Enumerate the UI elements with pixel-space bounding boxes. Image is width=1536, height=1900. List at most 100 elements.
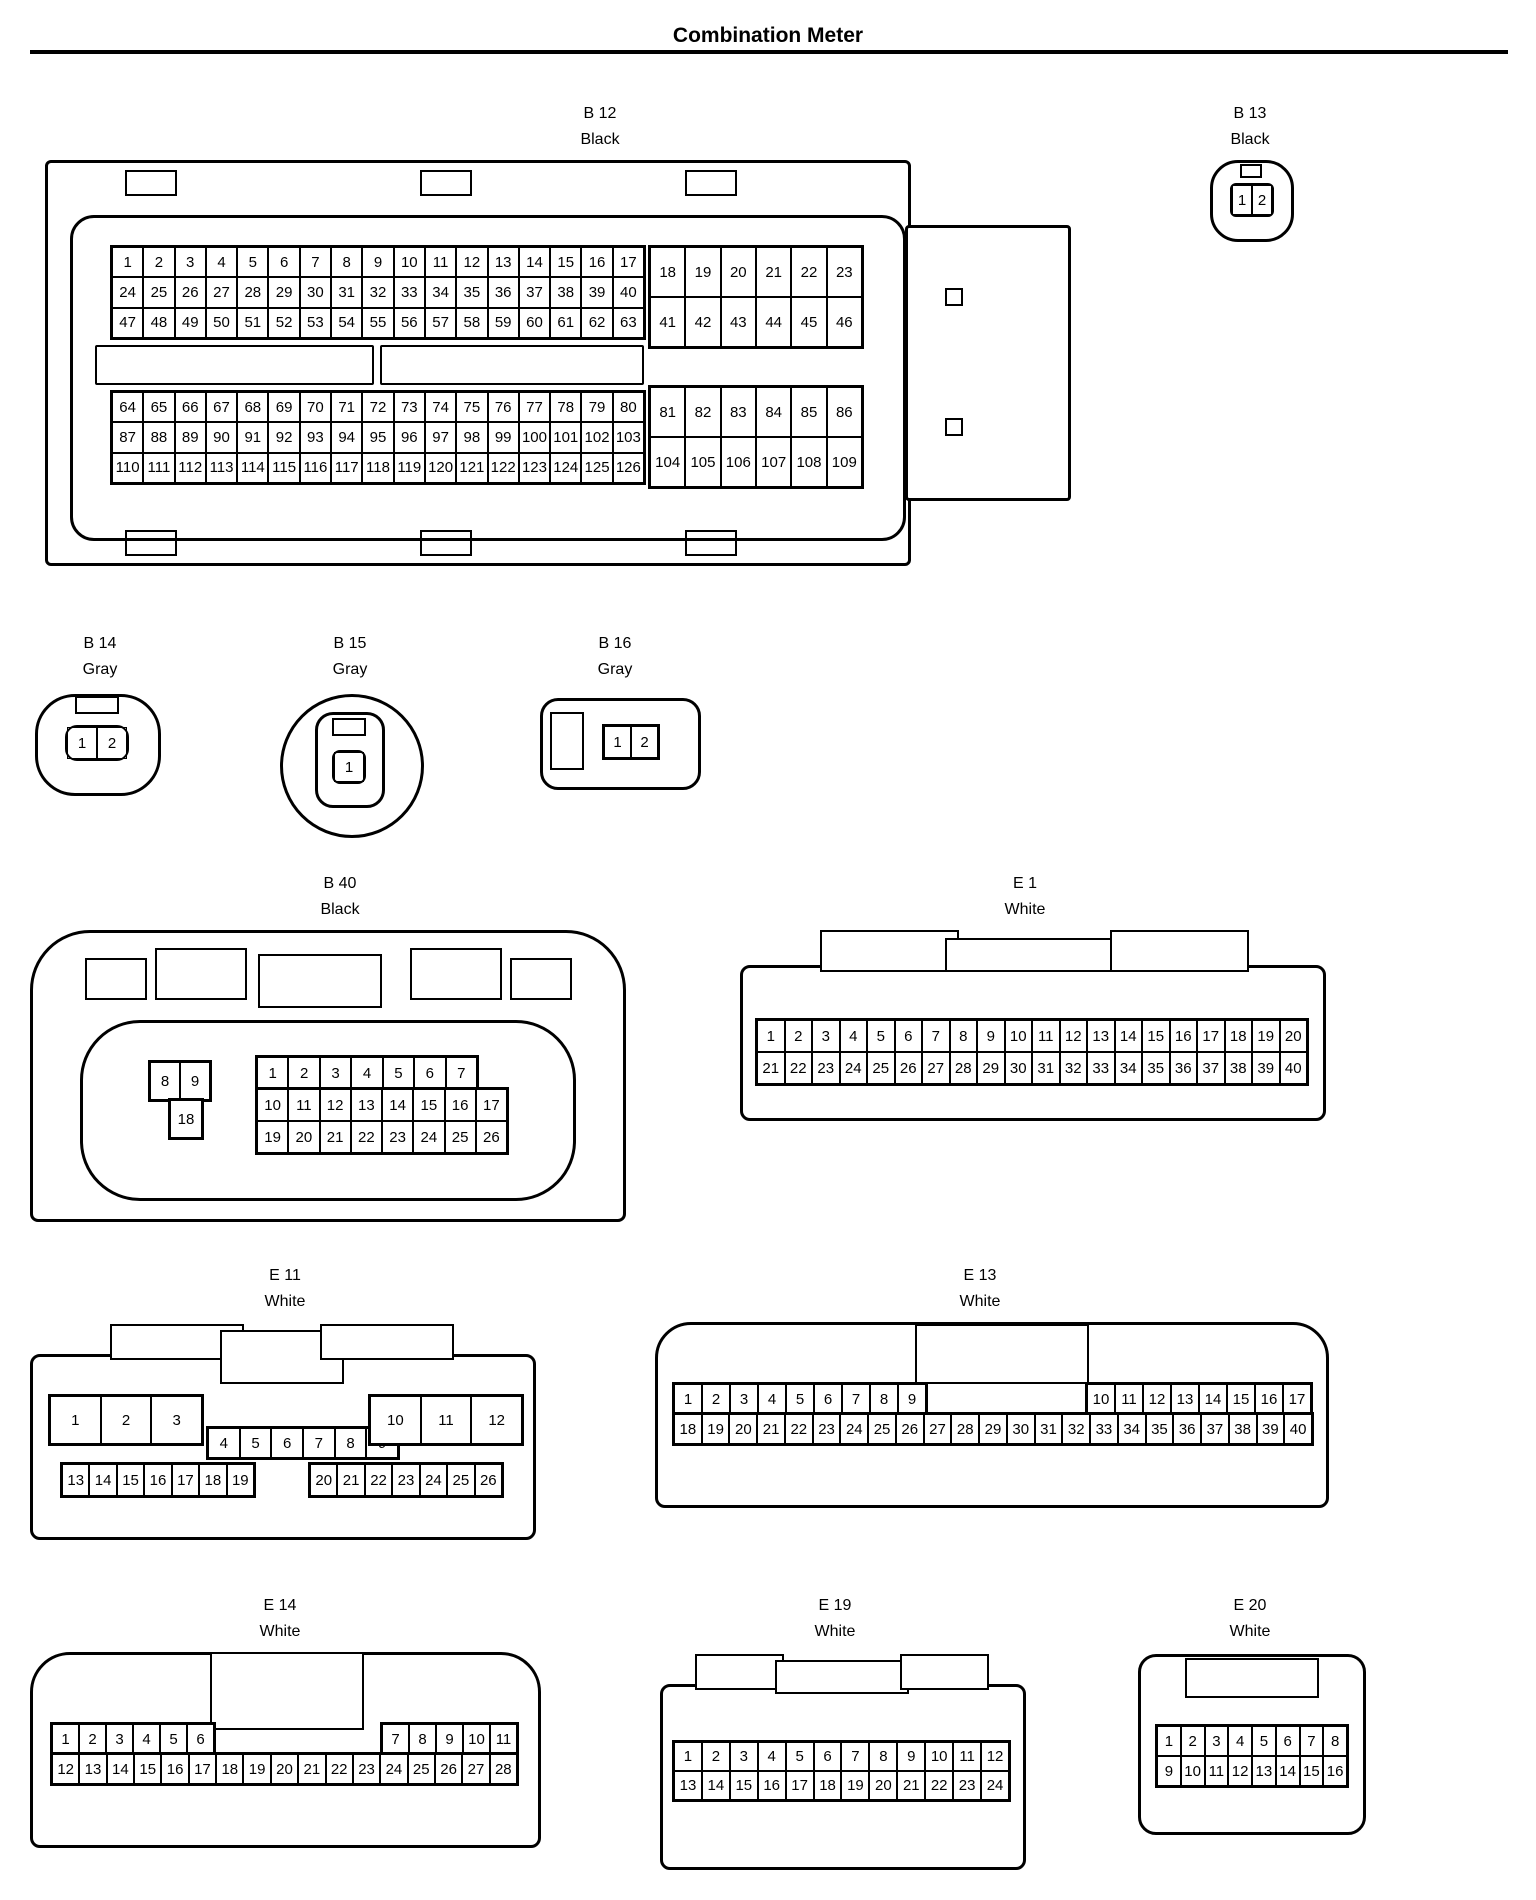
pin-cell: 24 [413, 1121, 445, 1153]
pin-cell: 119 [393, 452, 425, 483]
pin-cell: 20 [310, 1464, 338, 1496]
pin-cell: 23 [812, 1414, 841, 1444]
pin-cell: 3 [151, 1396, 202, 1444]
pin-cell: 106 [720, 437, 756, 487]
pin-cell: 121 [456, 452, 488, 483]
pin-cell: 4 [1228, 1726, 1252, 1756]
connector-color: Black [580, 131, 620, 148]
pin-cell: 92 [268, 422, 300, 453]
pin-cell: 12 [1143, 1384, 1171, 1414]
pin-cell: 37 [518, 277, 551, 308]
pin-cell: 13 [62, 1464, 90, 1496]
pin-cell: 101 [550, 422, 582, 453]
pin-cell: 8 [409, 1724, 436, 1754]
top-window [510, 958, 572, 1000]
pin-cell: 20 [1279, 1020, 1307, 1052]
lock-lever [905, 225, 1071, 501]
pin-cell: 9 [977, 1020, 1005, 1052]
pin-cell: 16 [1255, 1384, 1283, 1414]
pin-cell: 7 [841, 1742, 870, 1771]
slot [95, 345, 374, 385]
pin-cell: 10 [370, 1396, 421, 1444]
pin-cell: 24 [112, 277, 144, 308]
pin-cell: 115 [268, 452, 300, 483]
pin-cell: 61 [550, 307, 582, 338]
pin-cell: 10 [925, 1742, 954, 1771]
housing-tab [420, 530, 472, 556]
connector-id: E 19 [818, 1597, 852, 1614]
pin-cell: 27 [462, 1754, 490, 1784]
pin-cell: 9 [1157, 1756, 1181, 1786]
pin-cell: 22 [350, 1121, 382, 1153]
pin-cell: 102 [581, 422, 613, 453]
pin-cell: 6 [813, 1742, 842, 1771]
pin-cell: 22 [784, 1052, 812, 1084]
pin-cell: 2 [702, 1384, 730, 1414]
pin-cell: 32 [1062, 1414, 1091, 1444]
pin-cell: 28 [951, 1414, 980, 1444]
pin-cell: 2 [100, 1396, 152, 1444]
pin-cell: 5 [237, 247, 269, 278]
pin-cell: 125 [581, 452, 613, 483]
pin-cell: 22 [325, 1754, 353, 1784]
pin-cell: 123 [518, 452, 551, 483]
pin-cell: 38 [1228, 1414, 1257, 1444]
pin-cell: 13 [79, 1754, 107, 1784]
pin-cell: 29 [979, 1414, 1007, 1444]
connector-color: Gray [597, 661, 633, 678]
connector-color: Gray [332, 661, 368, 678]
top-window [155, 948, 247, 1000]
pin-cell: 6 [894, 1020, 922, 1052]
lock-bar [1185, 1658, 1319, 1698]
pin-cell: 10 [257, 1089, 289, 1121]
pin-cell: 30 [1006, 1414, 1035, 1444]
pin-cell: 40 [612, 277, 644, 308]
pin-cell: 24 [981, 1771, 1009, 1800]
connector-color: White [1229, 1623, 1271, 1640]
connector-color: Black [320, 901, 360, 918]
pin-cell: 13 [350, 1089, 382, 1121]
pin-cell: 4 [205, 247, 238, 278]
pin-cell: 2 [1180, 1726, 1205, 1756]
pin-cell: 11 [288, 1089, 320, 1121]
pin-cell: 18 [1224, 1020, 1252, 1052]
pin-cell: 14 [89, 1464, 117, 1496]
pin-cell: 20 [729, 1414, 758, 1444]
pin-cell: 26 [475, 1121, 507, 1153]
pin-cell: 35 [456, 277, 488, 308]
pin-cell: 110 [112, 452, 144, 483]
pin-cell: 57 [424, 307, 457, 338]
pin-cell: 116 [299, 452, 332, 483]
pin-cell: 17 [612, 247, 644, 278]
pin-cell: 73 [393, 392, 425, 423]
pin-cell: 18 [650, 247, 686, 297]
pin-cell: 1 [112, 247, 144, 278]
pin-cell: 20 [869, 1771, 898, 1800]
pin-cell: 5 [785, 1742, 814, 1771]
pin-cell: 93 [299, 422, 332, 453]
pin-block: 18 [168, 1098, 204, 1140]
pin-cell: 31 [1032, 1052, 1060, 1084]
pin-cell: 2 [631, 726, 658, 758]
pin-cell: 77 [518, 392, 551, 423]
pin-cell: 1 [334, 752, 364, 782]
pin-cell: 36 [487, 277, 519, 308]
pin-cell: 16 [161, 1754, 189, 1784]
pin-cell: 2 [1252, 185, 1272, 215]
pin-cell: 8 [870, 1384, 898, 1414]
pin-cell: 64 [112, 392, 144, 423]
pin-cell: 104 [650, 437, 686, 487]
pin-cell: 107 [755, 437, 792, 487]
connector-id: E 20 [1233, 1597, 1267, 1614]
pin-cell: 8 [1323, 1726, 1347, 1756]
pin-cell: 14 [1114, 1020, 1142, 1052]
latch [75, 696, 119, 714]
pin-cell: 17 [785, 1771, 814, 1800]
pin-cell: 12 [456, 247, 488, 278]
